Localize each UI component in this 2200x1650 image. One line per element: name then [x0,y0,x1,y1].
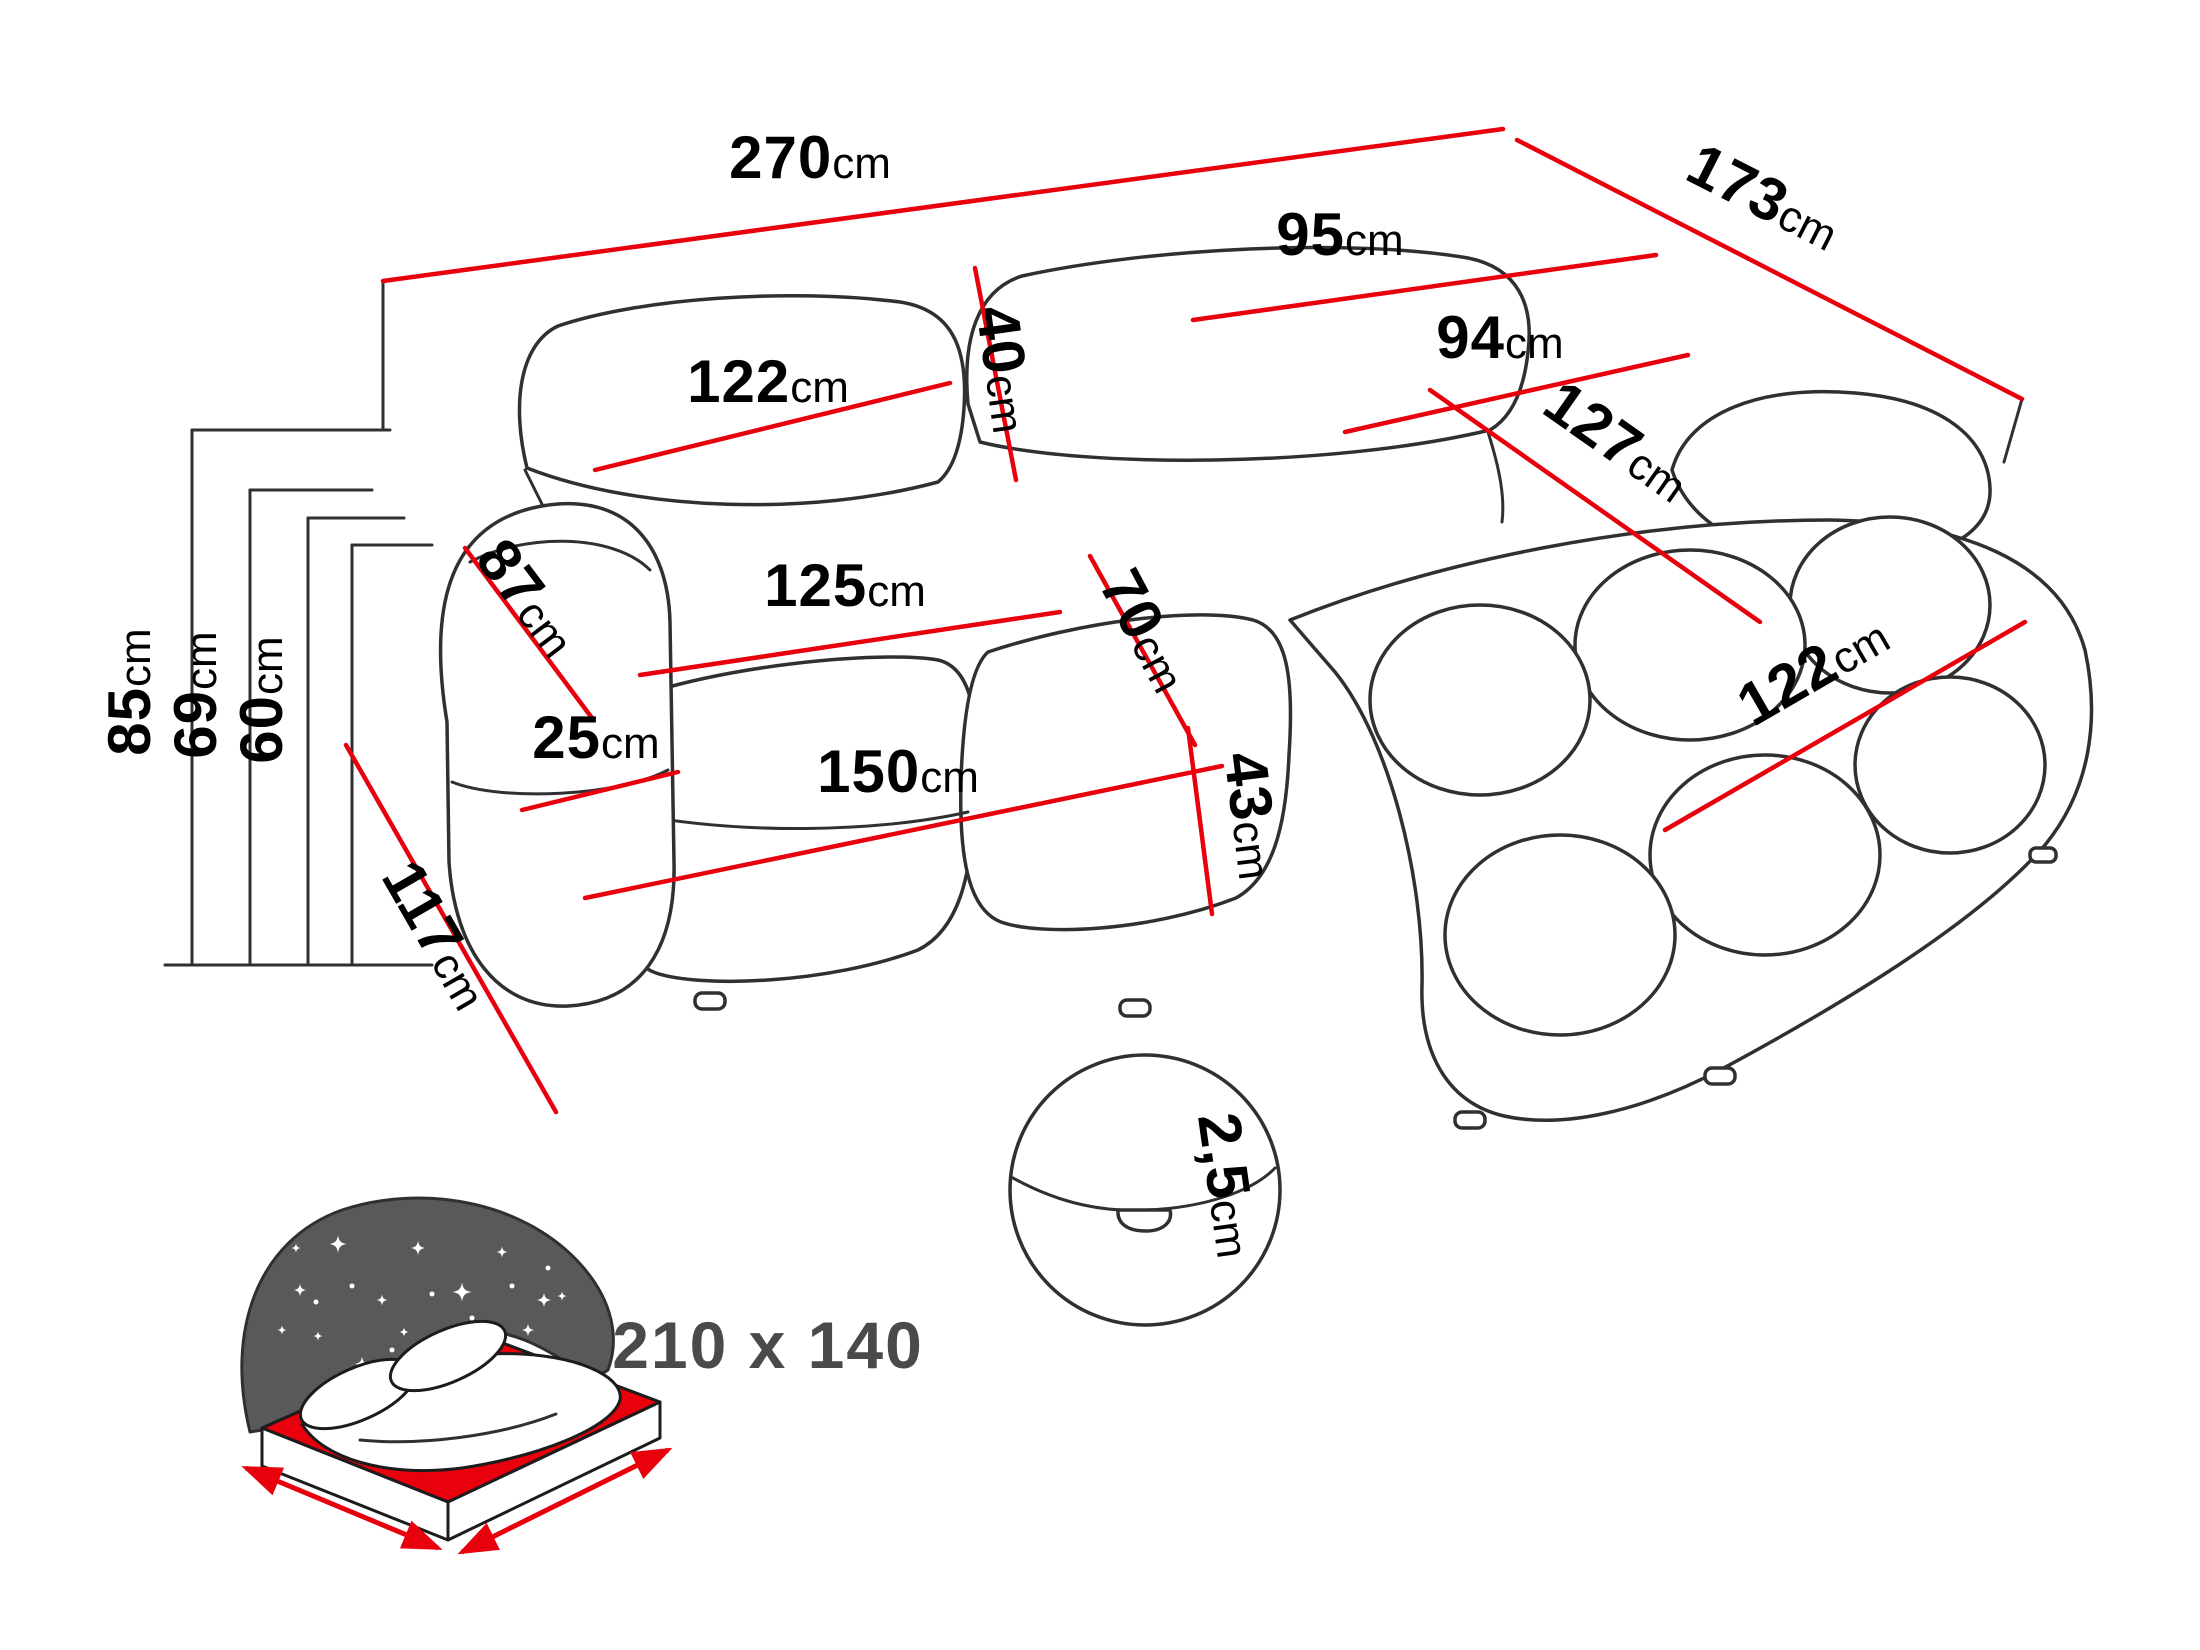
seat-cushion-right [958,613,1293,932]
back-pillow-right [965,245,1531,462]
label-seat-width: 150cm [817,738,979,805]
label-chaise-top-width: 94cm [1436,304,1563,371]
bed-width-arrow [241,1465,443,1551]
dimension-lines [343,126,2028,1253]
chaise-bubble-back-mid [1573,548,1807,742]
sofa-drawing [438,245,2094,1130]
dim-line-chaise-side-length [1662,619,2028,833]
chaise-bubble-back-left [1368,603,1592,797]
label-chaise-length: 127cm [1532,367,1703,515]
label-depth-total: 173cm [1677,130,1852,263]
left-armrest-contour [468,539,652,572]
dim-line-seat-cushion-width [637,609,1063,678]
label-armrest-width: 25cm [532,704,659,771]
label-width-total: 270cm [729,124,891,191]
sofa-leg [1118,998,1152,1018]
left-armrest [438,501,676,1008]
dim-line-seat-depth [1087,553,1198,748]
sofa-leg [1703,1066,1737,1086]
chaise-bubble-front-left [1443,833,1677,1037]
label-armrest-height: 69cm [162,631,229,758]
bed-length-arrow [457,1447,673,1555]
label-back-cushion-left: 122cm [687,348,849,415]
chaise-bubble-front-right [1853,675,2047,855]
dim-line-back-cushion-right [1190,252,1659,323]
bed-headboard [240,1196,615,1434]
chaise-bubble-front-mid [1648,753,1882,957]
dim-line-back-cushion-left [592,380,953,473]
box-corner-right [2002,397,2024,464]
label-leg-height: 2,5cm [1185,1109,1272,1262]
dim-line-armrest-diagonal [462,545,595,721]
headboard-stars [277,1235,567,1385]
dim-line-width-total [380,126,1506,284]
sofa-leg [2028,846,2058,864]
blanket-crease [358,1412,558,1444]
detail-circle [1008,1053,1282,1327]
leg-detail-callout [1008,1053,1282,1327]
back-pillow-left [517,293,967,507]
dim-line-chaise-top-width [1342,352,1691,435]
label-height-total: 85cm [96,628,163,755]
bed-pillow-right [388,1319,508,1393]
label-seatback-height: 60cm [228,636,295,763]
dim-line-chaise-length [1427,387,1763,625]
sofa-leg [693,991,727,1011]
label-seat-height: 43cm [1211,748,1293,883]
dim-line-base-depth [343,742,559,1115]
sofa-leg [1453,1110,1487,1130]
label-seat-cushion-width: 125cm [764,552,926,619]
dim-line-backrest-height [972,265,1019,483]
label-backrest-height: 40cm [963,301,1047,436]
bed-icon [240,1196,673,1555]
label-back-cushion-right: 95cm [1276,201,1403,268]
backrest-right-edge [1486,430,1505,524]
dim-line-seat-width [582,763,1225,901]
dim-line-depth-total [1514,137,2025,402]
dim-line-seat-height [1185,725,1215,917]
detail-leg-shape [1116,1208,1173,1233]
label-bed-sleeping-area: 210 x 140 [612,1308,924,1382]
dim-line-armrest-width [519,769,681,813]
